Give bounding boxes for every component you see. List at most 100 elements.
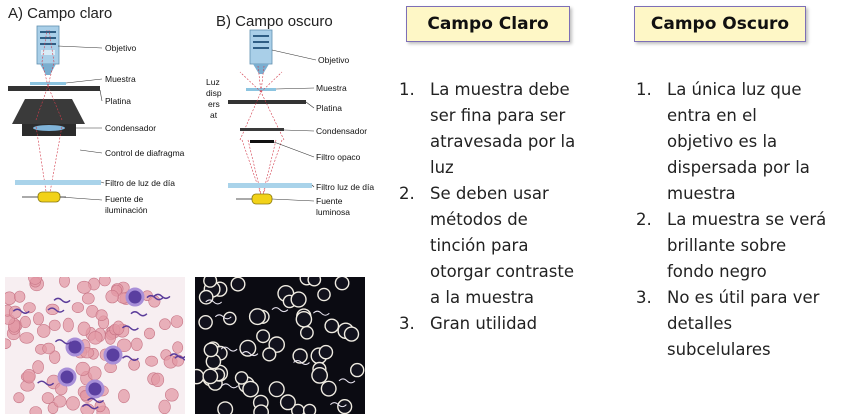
trypanosome-darkfield [312, 310, 330, 316]
red-blood-cell [118, 389, 130, 404]
white-blood-cell [125, 287, 145, 307]
light-source [37, 191, 61, 203]
label-luz-dispersada-2: disp [206, 88, 222, 98]
trypanosome-darkfield [220, 346, 238, 352]
campo-oscuro-item-line: La muestra se verá [667, 210, 827, 229]
red-blood-cell [159, 318, 171, 331]
red-blood-cell [117, 338, 132, 353]
red-blood-cell [128, 358, 140, 371]
label-fuente-b-2: luminosa [316, 207, 350, 217]
brightfield-micrograph [5, 277, 185, 414]
stage-b [228, 100, 306, 104]
campo-oscuro-item-line: objetivo es la [667, 132, 778, 151]
diagram-darkfield: B) Campo oscuro Luz disp ers at [200, 0, 390, 240]
red-blood-cell-darkfield [320, 380, 337, 397]
red-blood-cell [158, 399, 171, 414]
red-blood-cell-darkfield [203, 277, 218, 288]
label-luz-dispersada-1: Luz [206, 77, 220, 87]
label-objetivo-a: Objetivo [105, 43, 136, 53]
label-objetivo-b: Objetivo [318, 55, 349, 65]
trypanosome-darkfield [241, 351, 259, 357]
campo-oscuro-item-line: No es útil para ver [667, 288, 820, 307]
trypanosome [12, 308, 30, 314]
red-blood-cell [144, 327, 156, 340]
campo-claro-item-line: ser fina para ser [430, 106, 566, 125]
trypanosome-darkfield [271, 307, 289, 313]
darkfield-micrograph [195, 277, 365, 414]
red-blood-cell-darkfield [292, 348, 308, 364]
campo-claro-item-line: a la muestra [430, 288, 534, 307]
red-blood-cell-darkfield [203, 342, 219, 358]
trypanosome-darkfield [338, 378, 356, 384]
white-blood-cell [65, 337, 85, 357]
campo-claro-item-line: tinción para [430, 236, 529, 255]
red-blood-cell [29, 406, 42, 414]
trypanosome [121, 355, 139, 361]
trypanosome [87, 397, 105, 404]
campo-claro-header: Campo Claro [406, 6, 570, 42]
red-blood-cell-darkfield [262, 347, 277, 362]
campo-oscuro-item-number: 3. [636, 288, 652, 307]
red-blood-cell-darkfield [256, 329, 271, 344]
red-blood-cell [33, 312, 44, 326]
red-blood-cell [22, 368, 36, 384]
campo-claro-item-line: atravesada por la [430, 132, 576, 151]
trypanosome-darkfield [221, 383, 239, 389]
red-blood-cell-darkfield [337, 399, 353, 414]
campo-oscuro-header: Campo Oscuro [634, 6, 806, 42]
red-blood-cell-darkfield [295, 311, 313, 328]
red-blood-cell-darkfield [279, 394, 296, 411]
label-filtro-b: Filtro luz de día [316, 182, 374, 192]
campo-claro-item-number: 3. [399, 314, 415, 333]
red-blood-cell-darkfield [248, 308, 266, 326]
red-blood-cell [19, 315, 31, 329]
campo-claro-item: 3. Gran utilidad [399, 311, 599, 337]
red-blood-cell [75, 361, 91, 376]
campo-claro-item-line: Gran utilidad [430, 314, 538, 333]
trypanosome [130, 311, 148, 317]
diagram-brightfield: A) Campo claro [0, 0, 200, 240]
red-blood-cell [131, 337, 143, 352]
label-fuente-a-2: iluminación [105, 205, 148, 215]
daylight-filter-b [228, 183, 312, 188]
label-filtro-opaco: Filtro opaco [316, 152, 361, 162]
red-blood-cell-darkfield [195, 368, 205, 385]
label-fuente-b-1: Fuente [316, 196, 343, 206]
red-blood-cell [19, 332, 34, 344]
campo-oscuro-item-line: entra en el [667, 106, 757, 125]
campo-oscuro-item-line: detalles [667, 314, 733, 333]
label-platina-b: Platina [316, 103, 342, 113]
red-blood-cell [77, 321, 91, 336]
opaque-filter [250, 140, 274, 143]
red-blood-cell [105, 289, 119, 304]
red-blood-cell [32, 360, 44, 374]
red-blood-cell [98, 277, 111, 287]
red-blood-cell [151, 372, 165, 387]
red-blood-cell [76, 280, 92, 294]
red-blood-cell [8, 305, 22, 319]
campo-oscuro-item-line: fondo negro [667, 262, 767, 281]
red-blood-cell-darkfield [311, 367, 329, 384]
red-blood-cell-darkfield [217, 401, 234, 414]
label-luz-dispersada-4: at [210, 110, 218, 120]
red-blood-cell [62, 317, 74, 333]
sample-b [246, 88, 276, 91]
red-blood-cell [49, 350, 61, 364]
red-blood-cell-darkfield [290, 291, 307, 308]
red-blood-cell [94, 400, 106, 413]
campo-claro-item-number: 2. [399, 184, 415, 203]
red-blood-cell [28, 277, 43, 285]
red-blood-cell [59, 277, 70, 288]
white-blood-cell [85, 379, 105, 399]
campo-oscuro-item-number: 1. [636, 80, 652, 99]
trypanosome [54, 339, 72, 345]
label-control-a: Control de diafragma [105, 148, 185, 158]
red-blood-cell-darkfield [334, 277, 350, 291]
trypanosome [146, 294, 164, 301]
